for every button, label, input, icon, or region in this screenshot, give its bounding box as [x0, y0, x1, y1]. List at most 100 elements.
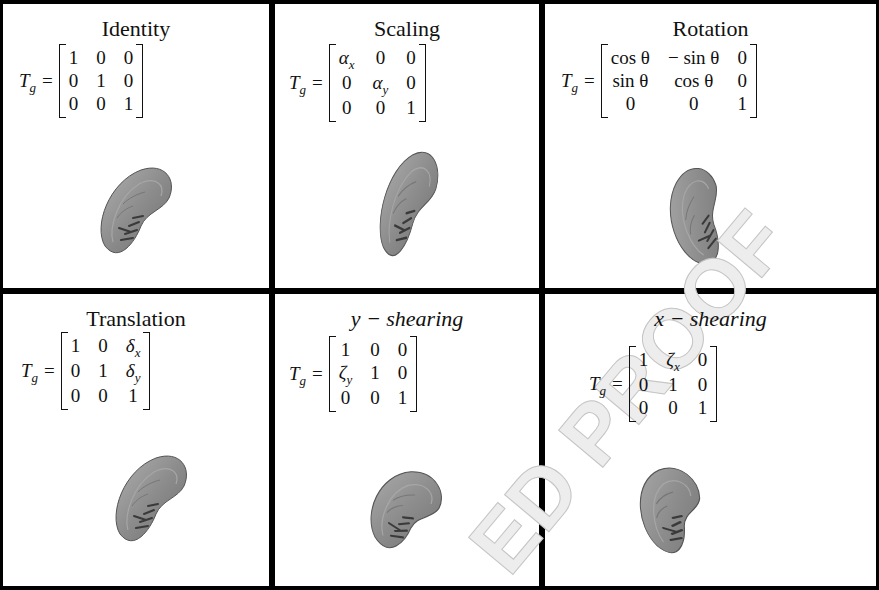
kidney-image: [116, 456, 186, 541]
symbol-text: T: [589, 373, 600, 394]
transform-panel: y − shearingTg=100ζy10001: [275, 294, 539, 586]
matrix-cell: 0: [339, 72, 355, 96]
matrix-entry: 0: [639, 374, 649, 395]
matrix-symbol: Tg: [19, 70, 36, 92]
matrix-entry: 0: [124, 70, 134, 91]
matrix-cell: 1: [98, 360, 108, 384]
matrix-bracket: [601, 44, 608, 118]
matrix-grid: αx000αy0001: [339, 47, 416, 119]
matrix-entry: 0: [689, 93, 699, 114]
matrix-cell: 0: [71, 385, 81, 407]
matrix-symbol: Tg: [289, 363, 306, 385]
matrix-entry: 1: [370, 362, 380, 383]
matrix-cell: 0: [69, 70, 79, 92]
matrix-entry: 0: [398, 339, 408, 360]
matrix-cell: δx: [126, 335, 141, 359]
matrix-cell: 1: [71, 335, 81, 359]
panel-title: Identity: [3, 16, 269, 42]
panel-title: x − shearing: [545, 306, 876, 332]
matrix-cell: 1: [370, 362, 380, 386]
subscript-text: g: [32, 370, 39, 385]
matrix-symbol: Tg: [21, 360, 38, 382]
matrix-entry: 0: [98, 385, 108, 406]
matrix-entry: 1: [639, 349, 649, 370]
matrix-cell: 0: [373, 47, 389, 71]
symbol-text: T: [289, 72, 300, 93]
subscript-text: x: [674, 359, 680, 374]
kidney-image: [380, 152, 438, 255]
matrix-cell: ζx: [666, 349, 679, 373]
matrix-entry: 0: [406, 72, 416, 93]
matrix-entry: 1: [406, 97, 416, 118]
subscript-text: y: [347, 372, 353, 387]
matrix-entry: 0: [698, 349, 708, 370]
panel-title: y − shearing: [275, 306, 539, 332]
matrix-grid: 10δx01δy001: [71, 335, 141, 407]
equals-sign: =: [312, 363, 323, 385]
matrix-bracket: [629, 346, 636, 422]
matrix-entry: 0: [342, 97, 352, 118]
matrix-entry: 1: [698, 397, 708, 418]
matrix-equation: Tg=cos θ− sin θ0sin θcos θ0001: [561, 44, 757, 118]
matrix-entry: 1: [124, 93, 134, 114]
matrix-entry: 0: [668, 397, 678, 418]
matrix-cell: 1: [96, 70, 106, 92]
matrix-entry: 1: [341, 339, 351, 360]
matrix-cell: 0: [124, 70, 134, 92]
matrix-cell: 0: [96, 47, 106, 69]
symbol-text: T: [561, 70, 572, 91]
matrix-bracket: [410, 336, 417, 412]
matrix-entry: 0: [737, 70, 747, 91]
matrix-entry: 0: [398, 362, 408, 383]
matrix-bracket: [143, 332, 150, 410]
matrix-equation: Tg = 100010001: [19, 44, 143, 118]
subscript-text: x: [135, 345, 141, 360]
matrix-grid: cos θ− sin θ0sin θcos θ0001: [611, 47, 747, 115]
matrix-cell: 0: [398, 362, 408, 386]
equals-sign: =: [42, 70, 53, 92]
matrix-entry: − sin θ: [668, 47, 720, 68]
matrix-cell: 0: [96, 93, 106, 115]
kidney-image: [101, 168, 171, 253]
kidney-image: [618, 468, 727, 553]
matrix-entry: 0: [96, 93, 106, 114]
matrix-cell: − sin θ: [668, 47, 720, 69]
matrix-entry: ζ: [339, 362, 347, 383]
matrix-cell: 0: [406, 47, 416, 71]
subscript-text: g: [30, 80, 37, 95]
matrix-entry: cos θ: [674, 70, 713, 91]
equals-sign: =: [612, 373, 623, 395]
transform-panel: ScalingTg=αx000αy0001: [275, 4, 539, 288]
matrix-entry: 1: [69, 47, 79, 68]
matrix-cell: cos θ: [668, 70, 720, 92]
symbol-text: T: [21, 360, 32, 381]
matrix-bracket: [61, 332, 68, 410]
kidney-image: [371, 458, 441, 564]
transform-panel: IdentityTg = 100010001: [3, 4, 269, 288]
matrix-block: cos θ− sin θ0sin θcos θ0001: [601, 44, 757, 118]
matrix-bracket: [329, 336, 336, 412]
matrix-cell: 0: [698, 349, 708, 373]
matrix-block: 1ζx0010001: [629, 346, 717, 422]
matrix-bracket: [59, 44, 66, 118]
panel-title: Translation: [3, 306, 269, 332]
subscript-text: y: [135, 370, 141, 385]
matrix-cell: ζy: [339, 362, 352, 386]
matrix-cell: 0: [639, 397, 649, 419]
matrix-cell: αy: [373, 72, 389, 96]
matrix-cell: 1: [698, 397, 708, 419]
matrix-cell: 1: [666, 374, 679, 396]
subscript-text: y: [383, 82, 389, 97]
matrix-entry: 0: [370, 339, 380, 360]
matrix-block: 100010001: [59, 44, 144, 118]
matrix-grid: 100010001: [69, 47, 134, 115]
matrix-entry: 1: [398, 387, 408, 408]
matrix-cell: 0: [124, 47, 134, 69]
subscript-text: x: [349, 57, 355, 72]
matrix-entry: 1: [96, 70, 106, 91]
matrix-cell: 0: [406, 72, 416, 96]
matrix-entry: 0: [71, 385, 81, 406]
matrix-entry: 1: [128, 385, 138, 406]
matrix-entry: α: [373, 72, 383, 93]
transform-panel: x − shearingTg=1ζx0010001: [545, 294, 876, 586]
